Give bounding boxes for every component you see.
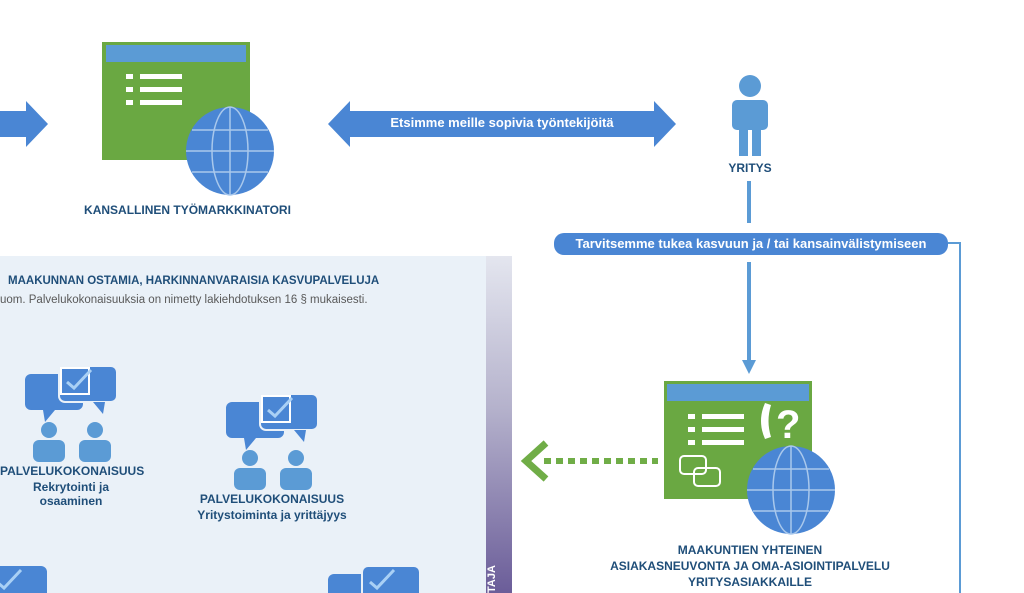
service-icon-partial-left xyxy=(0,566,47,593)
national-market-label: KANSALLINEN TYÖMARKKINATORI xyxy=(84,203,291,217)
globe-icon xyxy=(186,106,274,196)
company-connector xyxy=(747,181,751,223)
advisory-service-icon: ? xyxy=(664,381,835,535)
service-icon-partial-right xyxy=(328,565,421,593)
service-2-title: PALVELUKOKONAISUUS xyxy=(199,492,345,506)
service-2-subtitle: Yritystoiminta ja yrittäjyys xyxy=(197,508,347,522)
service-1-subtitle: Rekrytointi ja osaaminen xyxy=(32,480,110,508)
dashed-green-arrowhead xyxy=(520,440,549,482)
national-market-icon xyxy=(102,42,274,196)
company-person-icon xyxy=(732,75,768,156)
double-arrow xyxy=(328,101,676,147)
right-feedback-line xyxy=(948,242,961,593)
company-label: YRITYS xyxy=(728,161,772,175)
panel-side-label: TAJA xyxy=(486,565,498,593)
advisory-line-3: YRITYSASIAKKAILLE xyxy=(687,575,812,589)
double-arrow-text: Etsimme meille sopivia työntekijöitä xyxy=(390,115,614,130)
advisory-line-2: ASIAKASNEUVONTA JA OMA-ASIOINTIPALVELU xyxy=(610,559,890,573)
service-1-title: PALVELUKOKONAISUUS xyxy=(0,464,145,478)
chat-bubbles-icon xyxy=(679,455,721,487)
left-arrow xyxy=(0,101,48,147)
down-arrow-head xyxy=(742,360,756,374)
advisory-line-1: MAAKUNTIEN YHTEINEN xyxy=(677,543,823,557)
panel-title: MAAKUNNAN OSTAMIA, HARKINNANVARAISIA KAS… xyxy=(8,275,380,287)
service-recruitment-icon xyxy=(25,365,118,462)
globe-icon xyxy=(747,445,835,535)
svg-text:?: ? xyxy=(776,403,800,447)
panel-note: uom. Palvelukokonaisuuksia on nimetty la… xyxy=(0,294,368,306)
services-icons xyxy=(0,365,421,593)
panel-side-bar xyxy=(486,256,512,593)
service-entrepreneurship-icon xyxy=(226,393,319,490)
phone-question-icon: ? xyxy=(761,403,800,447)
down-arrow-shaft xyxy=(747,262,751,362)
need-support-pill: Tarvitsemme tukea kasvuun ja / tai kansa… xyxy=(554,233,948,255)
